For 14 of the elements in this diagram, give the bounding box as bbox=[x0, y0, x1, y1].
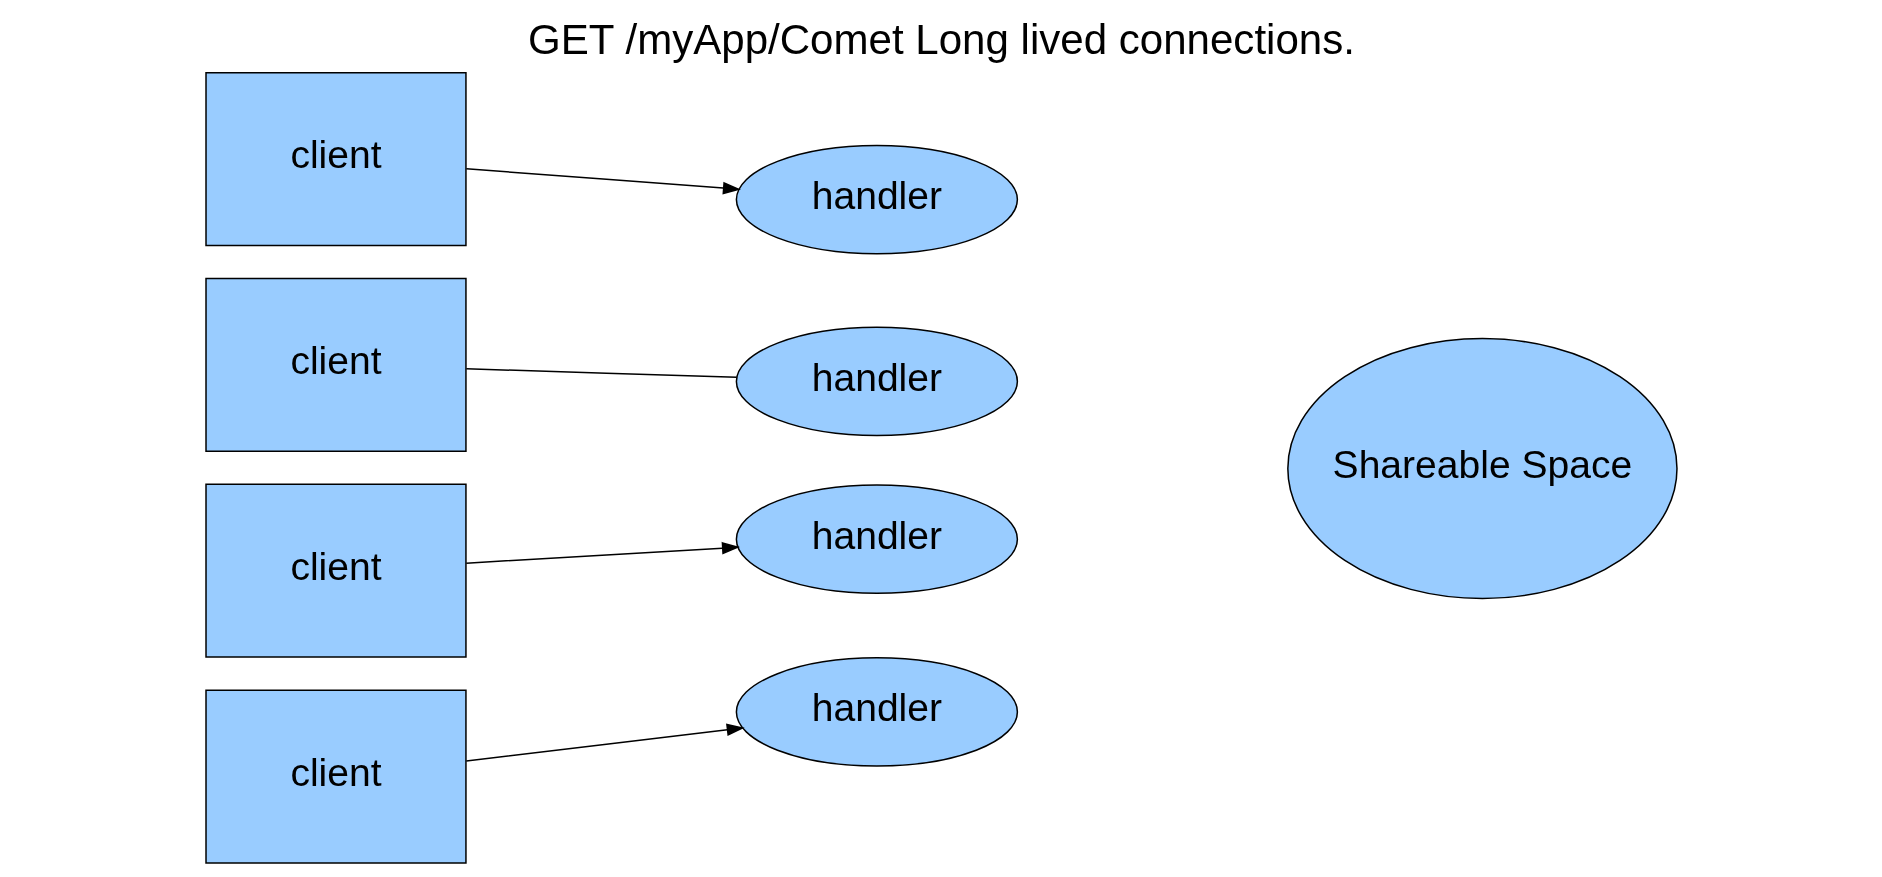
arrow bbox=[465, 723, 745, 762]
node-ellipse: handler bbox=[735, 484, 1018, 594]
diagram-title: GET /myApp/Comet Long lived connections. bbox=[527, 15, 1355, 63]
arrow bbox=[465, 541, 740, 564]
node-box: client bbox=[204, 277, 467, 452]
node-box: client bbox=[204, 71, 467, 247]
connector bbox=[465, 368, 737, 378]
node-box: client bbox=[204, 689, 467, 864]
node-box: client bbox=[204, 483, 467, 658]
node-ellipse: handler bbox=[735, 657, 1018, 767]
node-ellipse: handler bbox=[735, 326, 1018, 437]
arrow bbox=[465, 168, 741, 195]
node-ellipse: handler bbox=[735, 144, 1018, 255]
node-ellipse: Shareable Space bbox=[1286, 337, 1678, 600]
